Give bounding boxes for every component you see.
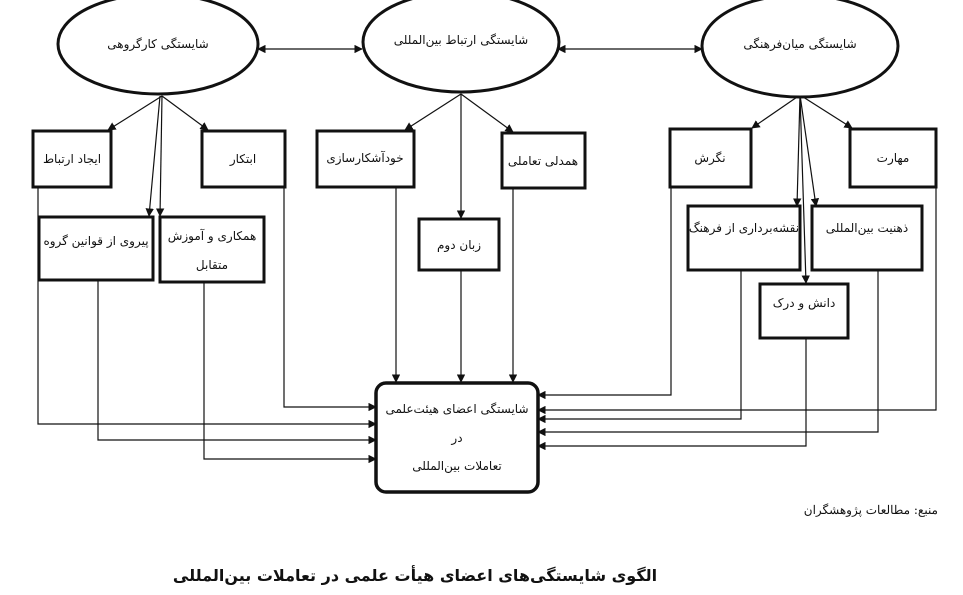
- arrow-to-initiative: [161, 95, 209, 131]
- arrow-to-communication: [107, 95, 163, 131]
- feed-knowledge: [537, 338, 807, 451]
- arrow-to-skill: [799, 94, 853, 129]
- competency-labels: ایجاد ارتباط ابتکار خودآشکارسازی همدلی ت…: [43, 150, 909, 311]
- arrow-to-cultural-mapping: [793, 94, 802, 207]
- label-intercultural: شایستگی میان‌فرهنگی: [743, 37, 856, 52]
- arrow-to-global-mindset: [799, 94, 820, 207]
- center-box: [374, 381, 540, 494]
- box-empathy: [500, 131, 587, 190]
- center-line2: در: [450, 431, 462, 446]
- source-note: منبع: مطالعات پژوهشگران: [803, 503, 938, 517]
- arrow-to-empathy: [460, 93, 514, 133]
- feed-global-mindset: [537, 270, 879, 437]
- label-skill: مهارت: [877, 151, 910, 166]
- box-group-rules: [37, 215, 155, 282]
- arrow-to-mutual: [155, 95, 165, 217]
- label-second-language: زبان دوم: [437, 238, 481, 253]
- box-knowledge: [758, 282, 850, 340]
- feed-initiative: [283, 187, 377, 412]
- arrow-to-knowledge: [799, 94, 810, 284]
- arrow-to-attitude: [751, 94, 801, 129]
- competency-boxes: [31, 127, 938, 340]
- feed-skill: [537, 187, 937, 415]
- box-attitude: [668, 127, 753, 189]
- center-line1: شایستگی اعضای هیئت‌علمی: [385, 402, 528, 416]
- box-mutual: [158, 215, 266, 284]
- box-cultural-mapping: [686, 204, 802, 272]
- cluster-ellipses: شایستگی کارگروهی شایستگی ارتباط بین‌المل…: [56, 0, 900, 99]
- label-international: شایستگی ارتباط بین‌المللی: [394, 33, 528, 48]
- label-self-disclosure: خودآشکارسازی: [326, 150, 403, 166]
- figure-caption: الگوی شایستگی‌های اعضای هیأت علمی در تعا…: [172, 566, 658, 585]
- feed-group-rules: [97, 280, 377, 445]
- label-communication: ایجاد ارتباط: [43, 152, 101, 167]
- label-initiative: ابتکار: [229, 152, 256, 167]
- label-mutual-line2: متقابل: [196, 258, 228, 272]
- label-cultural-mapping: نقشه‌برداری از فرهنگ: [689, 221, 799, 236]
- box-self-disclosure: [315, 129, 416, 189]
- ellipse-intercultural: [700, 0, 900, 99]
- arrow-to-self-disclosure: [404, 93, 462, 131]
- center-line3: تعاملات بین‌المللی: [412, 459, 501, 474]
- feed-mutual: [203, 282, 377, 464]
- label-knowledge: دانش و درک: [773, 296, 836, 311]
- label-global-mindset: ذهنیت بین‌المللی: [826, 221, 908, 236]
- center-labels: شایستگی اعضای هیئت‌علمی در تعاملات بین‌ا…: [385, 402, 528, 474]
- box-initiative: [200, 129, 287, 189]
- box-global-mindset: [810, 204, 924, 272]
- ellipse-international: [361, 0, 561, 94]
- box-communication: [31, 129, 113, 189]
- ellipse-group: [56, 0, 260, 96]
- box-skill: [848, 127, 938, 189]
- label-empathy: همدلی تعاملی: [508, 154, 578, 168]
- feed-cultural-mapping: [537, 270, 742, 424]
- label-attitude: نگرش: [694, 151, 725, 166]
- feed-attitude: [537, 187, 672, 400]
- label-mutual-line1: همکاری و آموزش: [168, 228, 257, 244]
- box-second-language: [417, 217, 501, 272]
- connectors: [37, 44, 937, 464]
- label-group: شایستگی کارگروهی: [107, 37, 208, 52]
- label-group-rules: پیروی از قوانین گروه: [43, 234, 148, 249]
- arrow-to-group-rules: [145, 95, 161, 217]
